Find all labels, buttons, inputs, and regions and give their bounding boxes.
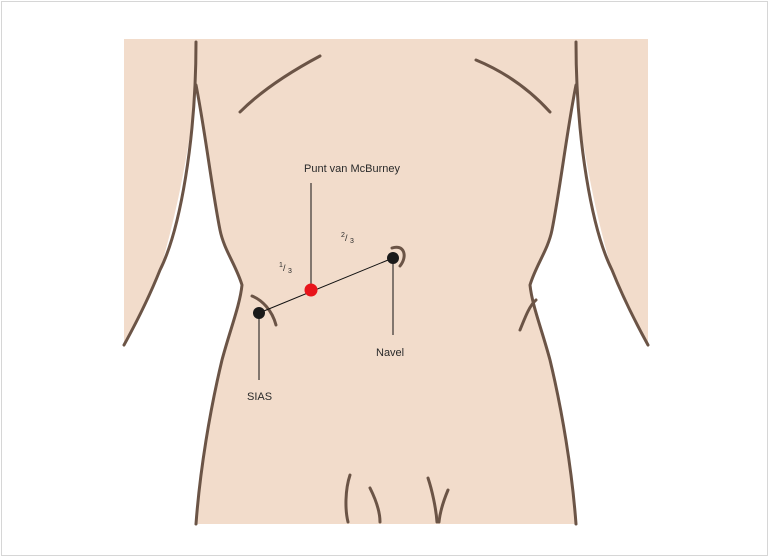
navel-point (387, 252, 399, 264)
sias-label: SIAS (247, 391, 272, 403)
mcburney-point (305, 284, 318, 297)
fraction-one-third-denominator: 3 (288, 268, 292, 275)
navel-label: Navel (376, 347, 404, 359)
fraction-two-thirds-denominator: 3 (350, 238, 354, 245)
mcburney-label: Punt van McBurney (304, 163, 400, 175)
sias-point (253, 307, 265, 319)
